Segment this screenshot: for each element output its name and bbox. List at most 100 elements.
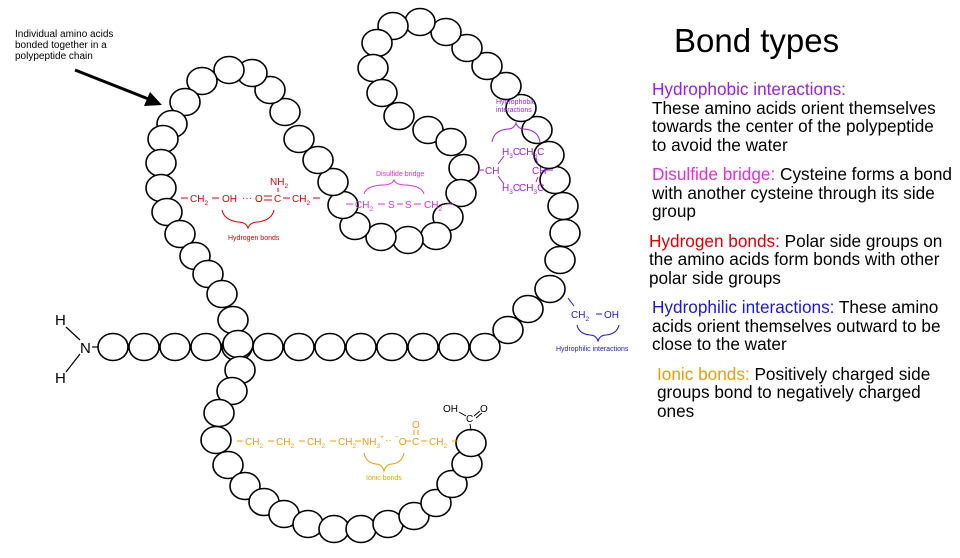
amino-acid-bead <box>436 469 468 499</box>
h-o: O <box>255 194 263 205</box>
cooh-oh: OH <box>443 404 458 415</box>
amino-acid-bead <box>549 218 581 248</box>
callout-line-1: Individual amino acids <box>15 29 113 40</box>
hl-oh: OH <box>604 310 619 321</box>
amino-acid-bead <box>216 376 248 406</box>
legend-item-disulfide: Disulfide bridge: Cysteine forms a bond … <box>652 165 952 221</box>
ion-ch2-2: CH2 <box>276 437 294 450</box>
cooh-c: C <box>466 414 473 425</box>
n-terminal: H N H <box>55 312 98 387</box>
hp-ch3-bottom: CH3C <box>519 183 544 196</box>
amino-acid-bead <box>357 53 389 83</box>
amino-acid-bead <box>186 66 218 96</box>
amino-acid-bead <box>200 425 232 455</box>
amino-acid-bead <box>471 51 503 81</box>
hp-h3c-bottom: H3C <box>502 183 520 196</box>
amino-acid-bead <box>283 124 315 154</box>
amino-acid-bead <box>145 148 177 178</box>
ds-s1: S <box>388 200 395 211</box>
amino-acid-bead <box>151 197 183 227</box>
hydrophilic-group: CH2 OH Hydrophilic interactions <box>556 297 629 353</box>
amino-acid-bead <box>159 332 191 362</box>
hp-ch-left: CH <box>485 166 499 177</box>
amino-acid-bead <box>128 332 160 362</box>
legend-title: Bond types <box>674 22 840 59</box>
amino-acid-bead <box>217 305 249 335</box>
ds-ch2-right: CH2 <box>424 200 442 213</box>
bond-types-legend: Bond types Hydrophobic interactions:Thes… <box>649 22 952 431</box>
amino-acid-bead <box>376 332 408 362</box>
legend-text-hydrophobic: These amino acids orient themselves towa… <box>652 97 936 155</box>
amino-acid-bead <box>435 127 467 157</box>
legend-item-hydrogen: Hydrogen bonds: Polar side groups on the… <box>649 230 952 288</box>
amino-acid-bead <box>190 332 222 362</box>
hp-h3c-top: H3C <box>502 147 520 160</box>
ion-ch2-1: CH2 <box>245 437 263 450</box>
legend-text-ionic: Positively charged side groups bond to n… <box>657 363 931 421</box>
amino-acid-bead <box>292 509 324 539</box>
amino-acid-bead <box>404 7 436 37</box>
amino-acid-bead <box>407 332 439 362</box>
legend-label-ionic: Ionic bonds: <box>657 363 750 384</box>
callout-line-3: polypeptide chain <box>15 51 93 62</box>
amino-acid-bead <box>383 101 415 131</box>
amino-acid-bead <box>345 514 377 544</box>
amino-acid-bead <box>222 329 254 359</box>
amino-acid-bead <box>213 55 245 85</box>
amino-acid-bead <box>448 153 480 183</box>
hydrophilic-interactions-label: Hydrophilic interactions <box>556 346 629 353</box>
h-c: C <box>274 194 281 205</box>
ion-nh3: NH3+ <box>362 434 384 450</box>
legend-text-disulfide: Cysteine forms a bond with another cyste… <box>652 164 952 221</box>
legend-label-disulfide: Disulfide bridge: <box>652 164 776 184</box>
callout-arrow <box>74 68 162 106</box>
ion-ch2-3: CH2 <box>307 437 325 450</box>
amino-acid-bead <box>438 332 470 362</box>
legend-item-ionic: Ionic bonds: Positively charged side gro… <box>657 363 952 421</box>
amino-acid-bead <box>547 191 579 221</box>
c-terminal: OH C O <box>443 404 488 432</box>
amino-acid-bead <box>544 245 576 275</box>
hydrogen-bonds-label: Hydrogen bonds <box>228 235 280 242</box>
amino-acid-bead <box>206 279 238 309</box>
amino-acid-bead <box>283 332 315 362</box>
h-nh2: NH2 <box>270 177 288 190</box>
hp-ch-right: CH <box>532 166 546 177</box>
amino-acid-bead <box>365 222 397 252</box>
amino-acid-bead <box>345 332 377 362</box>
terminal-n: N <box>80 340 91 357</box>
amino-acid-bead <box>361 28 393 58</box>
callout-line-2: bonded together in a <box>15 40 107 51</box>
hydrophobic-label-1: Hydrophobic <box>496 99 536 106</box>
legend-text-hydrogen: Polar side groups on the amino acids for… <box>649 230 943 288</box>
terminal-h-bottom: H <box>55 370 66 387</box>
amino-acid-bead <box>469 332 501 362</box>
amino-acid-bead <box>420 488 452 518</box>
amino-acid-bead <box>314 332 346 362</box>
h-dots: ··· <box>242 193 252 204</box>
amino-acid-chain <box>97 7 581 544</box>
amino-acid-bead <box>490 71 522 101</box>
legend-item-hydrophilic: Hydrophilic interactions: These amino ac… <box>652 298 952 354</box>
disulfide-bridge-label: Disulfide bridge <box>376 171 424 178</box>
legend-label-hydrogen: Hydrogen bonds: <box>649 230 780 251</box>
ion-ch2-5: CH2 <box>429 437 447 450</box>
amino-acid-bead <box>451 33 483 63</box>
legend-items: Hydrophobic interactions:These amino aci… <box>649 80 952 421</box>
amino-acid-bead <box>392 225 424 255</box>
legend-label-hydrophilic: Hydrophilic interactions: <box>652 297 835 317</box>
hl-ch2: CH2 <box>571 310 589 323</box>
amino-acid-bead <box>169 87 201 117</box>
hydrogen-bond-group: CH2 OH ··· O C NH2 CH2 Hydrogen bonds <box>181 177 320 242</box>
amino-acid-bead <box>147 124 179 154</box>
amino-acid-bead <box>512 294 544 324</box>
amino-acid-callout: Individual amino acids bonded together i… <box>15 29 113 62</box>
ion-o-minus: −O <box>395 434 407 448</box>
ion-o-top: O <box>412 420 420 431</box>
h-ch2-left: CH2 <box>190 194 208 207</box>
h-oh: OH <box>222 194 237 205</box>
hydrophobic-group: Hydrophobic interactions CH H3C CH3C H3C… <box>478 99 553 196</box>
amino-acid-bead <box>212 450 244 480</box>
hydrophobic-label-2: interactions <box>496 107 532 114</box>
